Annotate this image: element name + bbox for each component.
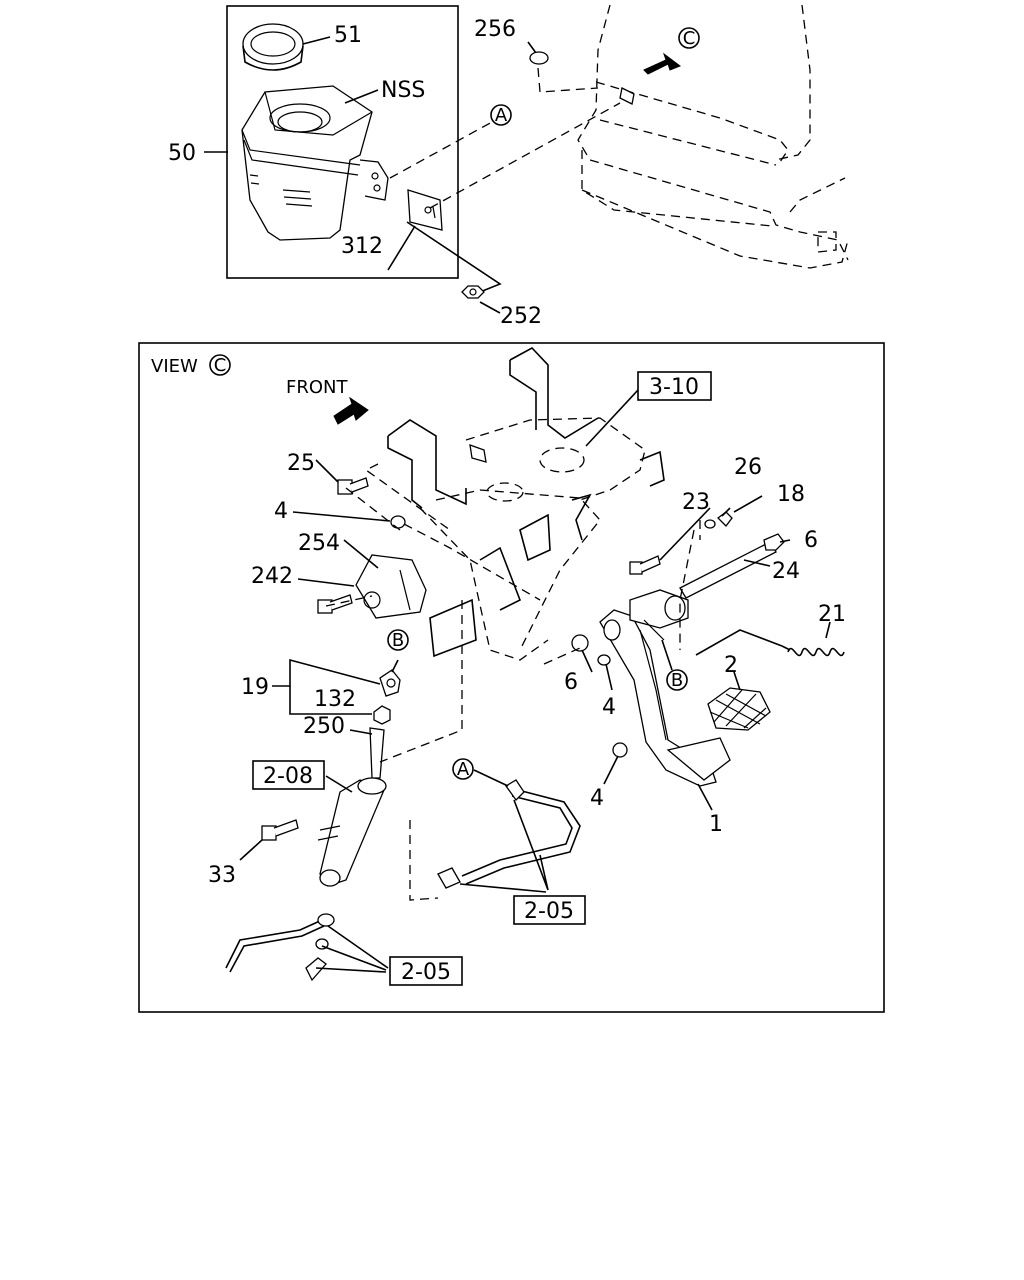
- plug-256: [529, 51, 549, 65]
- circle-a-marker-view: [452, 758, 474, 780]
- ref-2-05-upper: 2-05: [524, 899, 574, 924]
- bolt-23: [629, 555, 661, 575]
- circle-b-marker-right: [666, 669, 688, 691]
- inset-frame: [226, 5, 459, 279]
- part-number-4-middle: 4: [602, 695, 616, 720]
- shaft-24: [679, 541, 777, 599]
- ref-box-3-10: [637, 371, 712, 401]
- circle-b-letter-left: B: [392, 630, 404, 651]
- part-number-254: 254: [298, 531, 340, 556]
- part-number-24: 24: [772, 559, 800, 584]
- bushing-6-upper: [763, 533, 785, 551]
- nut-252: [461, 285, 485, 299]
- part-number-19: 19: [241, 675, 269, 700]
- part-number-1: 1: [709, 812, 723, 837]
- part-number-4-lower: 4: [590, 786, 604, 811]
- circle-c-marker: [678, 27, 700, 49]
- bracket-254: [355, 554, 427, 619]
- part-number-252: 252: [500, 304, 542, 329]
- ref-2-05-lower: 2-05: [401, 960, 451, 985]
- clevis-132: [379, 669, 401, 697]
- part-number-312: 312: [341, 234, 383, 259]
- part-number-21: 21: [818, 602, 846, 627]
- circle-a-marker: [490, 104, 512, 126]
- reservoir-tank: [241, 85, 389, 241]
- direction-arrow-icon: [643, 52, 682, 75]
- top-leaders: [204, 36, 621, 314]
- circle-a-letter: A: [495, 105, 508, 126]
- reservoir-inset: [226, 5, 459, 279]
- push-rod: [369, 727, 385, 779]
- bolt-25: [337, 477, 369, 495]
- ref-box-2-05-upper: [513, 895, 586, 925]
- pedal-pad: [707, 687, 771, 731]
- view-title: VIEW: [151, 356, 198, 377]
- reservoir-cap: [242, 23, 304, 71]
- part-number-26: 26: [734, 455, 762, 480]
- nut-250: [373, 705, 391, 725]
- washer-4-middle: [597, 654, 611, 666]
- front-label: FRONT: [286, 377, 348, 398]
- bushing-6-lower: [571, 634, 589, 652]
- ref-2-08: 2-08: [263, 764, 313, 789]
- view-frame: [138, 342, 885, 1013]
- washer-4-upper: [390, 515, 406, 529]
- ref-3-10: 3-10: [649, 375, 699, 400]
- pedal-pivot: [629, 589, 689, 641]
- bolt-242: [317, 594, 353, 614]
- bolt-33: [261, 819, 299, 841]
- brake-pipe-lower: [225, 913, 335, 982]
- view-circle-marker: [209, 354, 231, 376]
- circle-b-letter-right: B: [671, 670, 683, 691]
- part-number-250: 250: [303, 714, 345, 739]
- washer-26: [704, 519, 716, 529]
- washer-4-lower: [612, 742, 628, 758]
- brake-pedal-arm: [599, 609, 731, 787]
- part-number-242: 242: [251, 564, 293, 589]
- cab-front: [577, 4, 849, 269]
- part-number-2: 2: [724, 653, 738, 678]
- pedal-bracket: [387, 347, 665, 661]
- master-cylinder: [317, 777, 387, 887]
- part-number-18: 18: [777, 482, 805, 507]
- part-number-25: 25: [287, 451, 315, 476]
- part-number-50: 50: [168, 141, 196, 166]
- part-number-132: 132: [314, 687, 356, 712]
- part-number-23: 23: [682, 490, 710, 515]
- part-number-6-upper: 6: [804, 528, 818, 553]
- label-nss: NSS: [381, 78, 425, 103]
- front-arrow-icon: [333, 396, 369, 425]
- part-number-6-lower: 6: [564, 670, 578, 695]
- bracket-plate: [407, 189, 443, 231]
- part-number-4-upper: 4: [274, 499, 288, 524]
- return-spring: [781, 645, 845, 657]
- view-circle-letter: C: [214, 355, 227, 376]
- circle-c-letter: C: [683, 28, 696, 49]
- brake-hose: [437, 779, 581, 889]
- circle-b-marker-left: [387, 629, 409, 651]
- ref-box-2-05-lower: [389, 956, 463, 986]
- view-leaders: [239, 389, 831, 973]
- part-number-33: 33: [208, 863, 236, 888]
- part-number-51: 51: [334, 23, 362, 48]
- circle-a-letter-view: A: [457, 759, 470, 780]
- ref-box-2-08: [252, 760, 325, 790]
- part-number-256: 256: [474, 17, 516, 42]
